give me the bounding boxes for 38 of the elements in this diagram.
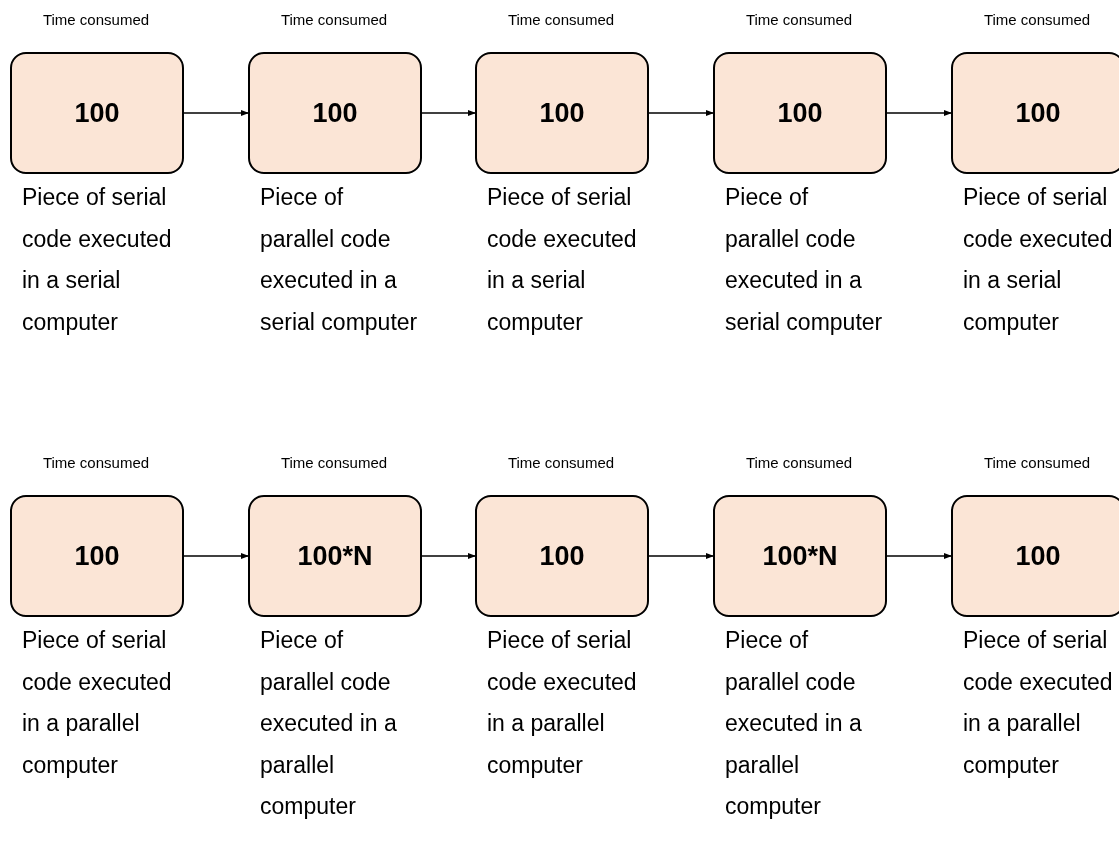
description-text: Piece of serial code executed in a serial computer — [963, 183, 1114, 337]
time-label: Time consumed — [506, 11, 616, 28]
time-label: Time consumed — [506, 454, 616, 471]
process-box: 100*N — [248, 495, 422, 617]
arrow — [421, 553, 476, 559]
description-text: Piece of serial code executed in a serial computer — [487, 183, 638, 337]
arrow — [183, 110, 249, 116]
process-box: 100 — [475, 495, 649, 617]
description-text: Piece of serial code executed in a serial computer — [22, 183, 173, 337]
time-label: Time consumed — [982, 454, 1092, 471]
process-box: 100 — [713, 52, 887, 174]
description-text: Piece of serial code executed in a parallel computer — [22, 626, 173, 780]
process-box: 100 — [248, 52, 422, 174]
time-label: Time consumed — [744, 454, 854, 471]
description-text: Piece of serial code executed in a parallel computer — [487, 626, 638, 780]
time-label: Time consumed — [41, 11, 151, 28]
time-label: Time consumed — [279, 454, 389, 471]
time-label: Time consumed — [279, 11, 389, 28]
time-label: Time consumed — [744, 11, 854, 28]
arrow — [886, 110, 952, 116]
time-label: Time consumed — [982, 11, 1092, 28]
process-box: 100 — [10, 52, 184, 174]
arrow — [421, 110, 476, 116]
time-label: Time consumed — [41, 454, 151, 471]
arrow — [183, 553, 249, 559]
process-box: 100 — [475, 52, 649, 174]
description-text: Piece of serial code executed in a parallel computer — [963, 626, 1114, 780]
process-box: 100 — [10, 495, 184, 617]
arrow — [886, 553, 952, 559]
process-box: 100 — [951, 52, 1119, 174]
process-box: 100 — [951, 495, 1119, 617]
process-box: 100*N — [713, 495, 887, 617]
description-text: Piece of parallel code executed in a parallel computer — [260, 626, 398, 821]
arrow — [648, 553, 714, 559]
description-text: Piece of parallel code executed in a parallel computer — [725, 626, 863, 821]
arrow — [648, 110, 714, 116]
description-text: Piece of parallel code executed in a serial computer — [725, 183, 884, 337]
description-text: Piece of parallel code executed in a serial computer — [260, 183, 419, 337]
